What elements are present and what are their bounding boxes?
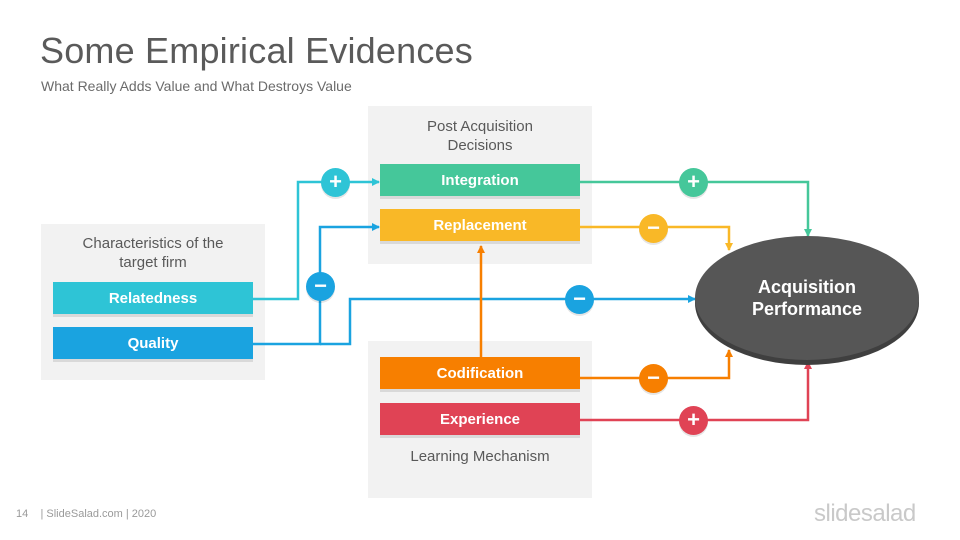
plus-icon: + — [687, 407, 700, 432]
minus-icon: − — [314, 273, 327, 298]
arrow-quality-performance — [320, 295, 696, 346]
replacement-node: Replacement — [380, 209, 580, 241]
arrow-integration-performance — [580, 180, 812, 237]
slide-title: Some Empirical Evidences — [40, 30, 473, 71]
experience-node: Experience — [380, 403, 580, 435]
minus-badge-replacement-performance: − — [639, 214, 668, 243]
page-number: 14 — [16, 508, 29, 520]
minus-icon: − — [647, 365, 660, 390]
arrow-experience-performance — [580, 361, 812, 422]
quality-node: Quality — [53, 327, 253, 359]
plus-badge-relatedness-integration: + — [321, 168, 350, 197]
minus-icon: − — [647, 215, 660, 240]
slide-footer: 14 | SlideSalad.com | 2020 — [16, 508, 156, 520]
plus-badge-integration-performance: + — [679, 168, 708, 197]
acquisition-performance-label: Acquisition Performance — [751, 277, 863, 319]
minus-badge-codification-performance: − — [639, 364, 668, 393]
plus-badge-experience-performance: + — [679, 406, 708, 435]
learning-label: Learning Mechanism — [410, 448, 550, 465]
relatedness-node: Relatedness — [53, 282, 253, 314]
minus-badge-quality-performance: − — [565, 285, 594, 314]
slide-subtitle: What Really Adds Value and What Destroys… — [41, 78, 352, 94]
footer-credit: | SlideSalad.com | 2020 — [40, 508, 157, 520]
post-acquisition-label: Post Acquisition Decisions — [427, 118, 533, 154]
minus-badge-quality-replacement: − — [306, 272, 335, 301]
integration-node: Integration — [380, 164, 580, 196]
brand-logo: slidesalad — [814, 500, 916, 527]
minus-icon: − — [573, 286, 586, 311]
acquisition-performance-node: Acquisition Performance — [695, 236, 919, 360]
plus-icon: + — [687, 169, 700, 194]
arrow-codification-performance — [580, 349, 733, 380]
arrow-replacement-performance — [580, 225, 733, 251]
codification-node: Codification — [380, 357, 580, 389]
plus-icon: + — [329, 169, 342, 194]
target-firm-label: Characteristics of the target firm — [82, 235, 224, 271]
